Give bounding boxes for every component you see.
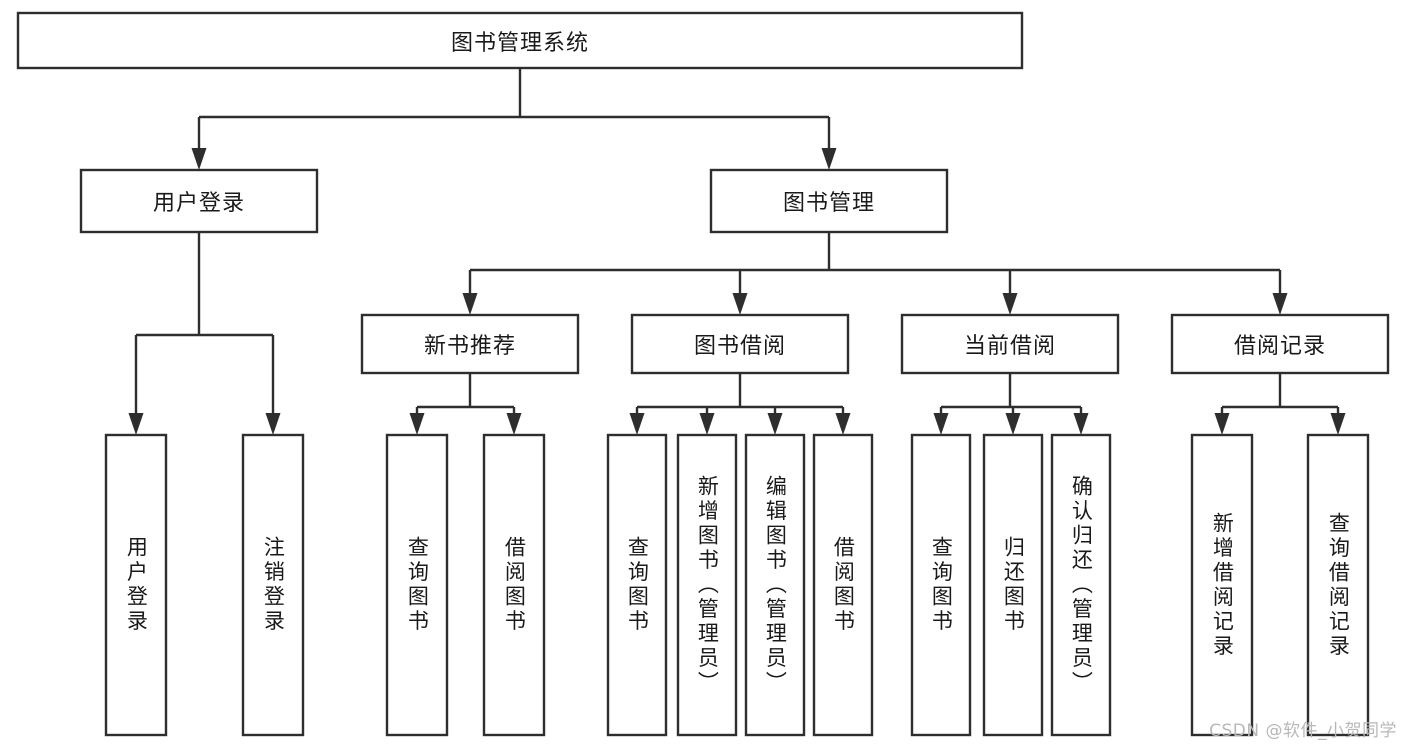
connector-layer [128, 68, 1346, 435]
to-new-book-rec-arrowhead [462, 293, 478, 315]
to-leaf-confirm-return-arrowhead [1073, 413, 1089, 435]
node-box-leaf-borrow-book-2[interactable] [812, 433, 874, 737]
node-box-leaf-edit-book[interactable] [744, 433, 806, 737]
box-layer [16, 11, 1390, 737]
node-box-borrow-record[interactable] [1170, 313, 1390, 375]
node-box-leaf-query-book-3[interactable] [910, 433, 972, 737]
to-leaf-return-book-arrowhead [1005, 413, 1021, 435]
node-box-current-borrow[interactable] [900, 313, 1120, 375]
to-leaf-add-record-arrowhead [1214, 413, 1230, 435]
to-leaf-user-login-arrowhead [128, 413, 144, 435]
to-leaf-query-book-1-arrowhead [409, 413, 425, 435]
to-leaf-query-record-arrowhead [1330, 413, 1346, 435]
node-box-leaf-user-login[interactable] [104, 433, 168, 737]
node-box-leaf-return-book[interactable] [982, 433, 1044, 737]
to-leaf-logout-arrowhead [265, 413, 281, 435]
node-box-leaf-confirm-return[interactable] [1050, 433, 1112, 737]
node-box-leaf-query-book-2[interactable] [606, 433, 668, 737]
to-leaf-add-book-arrowhead [699, 413, 715, 435]
to-leaf-query-book-3-arrowhead [933, 413, 949, 435]
node-box-leaf-query-record[interactable] [1306, 433, 1370, 737]
node-box-book-manage[interactable] [709, 168, 949, 234]
node-box-user-login[interactable] [79, 168, 319, 234]
to-user-login-arrowhead [191, 148, 207, 170]
to-leaf-borrow-book-2-arrowhead [835, 413, 851, 435]
node-box-leaf-borrow-book-1[interactable] [482, 433, 546, 737]
node-box-leaf-query-book-1[interactable] [385, 433, 449, 737]
node-box-leaf-add-book[interactable] [676, 433, 738, 737]
to-leaf-edit-book-arrowhead [767, 413, 783, 435]
node-box-book-borrow[interactable] [630, 313, 850, 375]
node-box-new-book-rec[interactable] [360, 313, 580, 375]
to-current-borrow-arrowhead [1002, 293, 1018, 315]
node-box-leaf-logout[interactable] [241, 433, 305, 737]
to-leaf-query-book-2-arrowhead [629, 413, 645, 435]
to-book-borrow-arrowhead [732, 293, 748, 315]
node-box-leaf-add-record[interactable] [1190, 433, 1254, 737]
to-borrow-record-arrowhead [1272, 293, 1288, 315]
node-box-root[interactable] [16, 11, 1024, 70]
to-book-manage-arrowhead [821, 148, 837, 170]
to-leaf-borrow-book-1-arrowhead [506, 413, 522, 435]
